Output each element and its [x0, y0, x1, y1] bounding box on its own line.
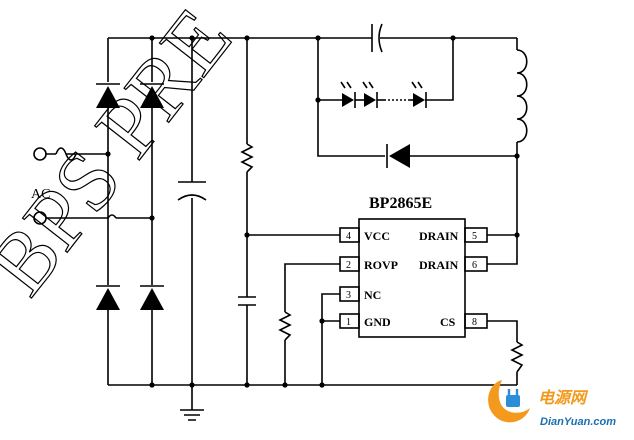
led-1: [340, 81, 356, 108]
watermark: BPS PRE: [0, 0, 250, 312]
pin-drain-5-label: DRAIN: [419, 229, 459, 243]
fuse: [55, 147, 77, 161]
plug-icon: [488, 380, 530, 423]
freewheel-diode: [386, 144, 410, 168]
bridge-rectifier: [96, 83, 164, 310]
pin-rovp-label: ROVP: [364, 258, 398, 272]
vcc-capacitor: [238, 296, 256, 306]
pin-6-number: 6: [472, 260, 477, 271]
watermark-text: BPS PRE: [0, 0, 250, 312]
led-string: [340, 81, 427, 108]
bridge-diode-top-right: [140, 83, 164, 108]
bridge-diode-bottom-right: [140, 285, 164, 310]
pin-1-number: 1: [346, 317, 351, 328]
pin-gnd-label: GND: [364, 315, 391, 329]
inductor: [516, 49, 528, 143]
dianyuan-logo: 电源网 DianYuan.com: [488, 380, 616, 428]
pin-3-number: 3: [346, 290, 351, 301]
ic-bp2865e: BP2865E 4 2 3 1 5 6 8 VCC ROVP NC GND DR…: [339, 195, 488, 338]
ac-label: AC: [31, 187, 50, 202]
pin-vcc-label: VCC: [364, 229, 390, 243]
pin-nc-label: NC: [364, 288, 381, 302]
bulk-capacitor: [177, 181, 207, 201]
logo-chinese-text: 电源网: [538, 388, 589, 407]
cs-resistor: [510, 341, 524, 373]
pin-8-number: 8: [472, 317, 477, 328]
ic-part-number: BP2865E: [369, 195, 432, 212]
led-3: [410, 81, 427, 108]
pin-cs-label: CS: [440, 315, 456, 329]
logo-url-text: DianYuan.com: [540, 416, 616, 428]
bridge-diode-bottom-left: [96, 285, 120, 310]
rovp-resistor: [278, 311, 292, 341]
pin-2-number: 2: [346, 260, 351, 271]
junction-dots: [105, 35, 520, 388]
pin-drain-6-label: DRAIN: [419, 258, 459, 272]
startup-resistor: [240, 143, 254, 173]
ac-input: AC: [31, 147, 77, 225]
pin-4-number: 4: [346, 231, 351, 242]
ac-terminal-top: [33, 147, 47, 161]
bridge-diode-top-left: [96, 83, 120, 108]
led-2: [355, 81, 378, 108]
ac-terminal-bottom: [33, 211, 47, 225]
output-capacitor: [360, 23, 394, 53]
pin-5-number: 5: [472, 231, 477, 242]
